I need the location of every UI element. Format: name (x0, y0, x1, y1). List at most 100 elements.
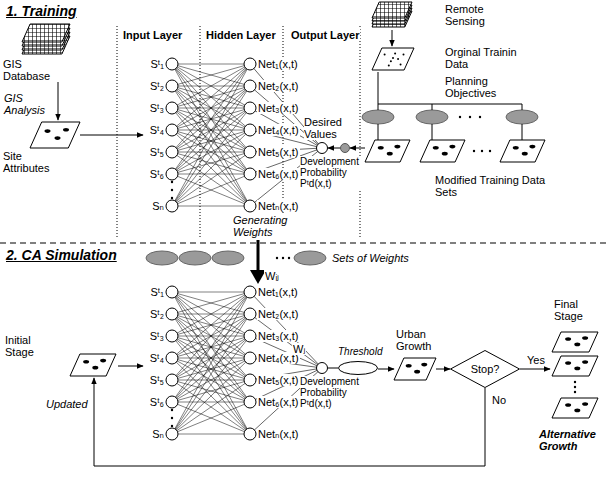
weight-line (172, 108, 250, 206)
annotation: Wⱼ (292, 343, 306, 355)
node-label: Site Attributes (3, 150, 63, 174)
branch-line (432, 124, 522, 140)
weight-line (172, 358, 250, 434)
urban-patch (55, 136, 61, 140)
data-layer: Site Attributes (3, 120, 83, 176)
branch-line (378, 104, 522, 110)
weight-line (172, 130, 250, 206)
weight-line (172, 314, 250, 402)
data-layer: Orginal Trainin Data (372, 46, 542, 72)
weight-line (172, 130, 250, 206)
neuron-label: Net₃(x,t) (257, 330, 300, 342)
weight-line (172, 206, 250, 207)
annotation: Updated (45, 398, 89, 410)
data-source: Remote Sensing (372, 2, 522, 30)
map-layer (552, 356, 598, 376)
ellipsis-dot (282, 257, 284, 259)
weight-line (172, 64, 250, 86)
edge-label: Yes (526, 354, 546, 366)
weight-line (172, 402, 250, 403)
node-label: Modified Training Data Sets (435, 174, 550, 198)
map-layer (552, 332, 598, 352)
map-layer (500, 140, 545, 162)
neuron (244, 286, 256, 298)
neuron-label: Net₂(x,t) (257, 80, 299, 92)
node-label: Stop? (471, 363, 500, 375)
output-neuron-shape (316, 362, 328, 374)
urban-patch (565, 361, 571, 365)
urban-patch (522, 152, 528, 156)
weight-line (172, 108, 250, 206)
map-layer (30, 122, 80, 148)
map-layer (70, 354, 116, 376)
neuron (166, 124, 178, 136)
section-heading: 2. CA Simulation (5, 247, 118, 263)
ellipsis-dot (171, 425, 173, 427)
sample-point (392, 57, 394, 59)
weight-line (172, 174, 250, 175)
neuron (166, 286, 178, 298)
neuron-label: Sᵗ₅ (149, 146, 165, 158)
map-layer (365, 140, 410, 162)
generating-arrow (257, 240, 260, 272)
ellipsis-dot (171, 181, 173, 183)
neuron-label: Sᵗ₄ (149, 124, 165, 136)
weight-line (172, 292, 250, 336)
urban-patch (63, 128, 69, 132)
neuron-label: Net₆(x,t) (257, 168, 300, 180)
node-label: Final Stage (554, 298, 599, 322)
weight-line (172, 292, 250, 434)
neuron (244, 352, 256, 364)
connector (392, 30, 393, 46)
urban-patch (421, 363, 427, 367)
urban-patch (449, 145, 455, 149)
neuron-label: Sₙ (151, 200, 165, 212)
neuron-label: Sᵗ₆ (149, 168, 165, 180)
weight-set-ellipse (506, 110, 538, 124)
urban-patch (45, 129, 51, 133)
neuron (244, 168, 256, 180)
urban-patch (574, 367, 580, 371)
weight-line (172, 86, 250, 206)
neuron (244, 80, 256, 92)
connector (378, 72, 379, 110)
weight-line (172, 358, 250, 434)
weight-line (172, 130, 250, 174)
weight-line (172, 292, 250, 402)
weight-set-ellipse (294, 251, 326, 265)
input-arrow (80, 135, 143, 136)
neuron (244, 102, 256, 114)
weight-line (172, 108, 250, 174)
node-label: Planning Objectives (445, 75, 535, 99)
weight-line (172, 152, 250, 174)
section-heading: 1. Training (5, 3, 78, 19)
urban-patch (92, 366, 98, 370)
weight-line (172, 292, 250, 358)
objective-set: Planning Objectives (362, 110, 538, 124)
neuron-label: Netₙ(x,t) (257, 428, 299, 440)
ellipsis-dot (171, 409, 173, 411)
urban-patch (574, 409, 580, 413)
sample-point (390, 60, 392, 62)
urban-patch (406, 364, 412, 368)
layer-heading: Output Layer (290, 29, 360, 41)
output-neuron: Development Probability Pᵗd(x,t) (316, 362, 328, 374)
map-layer: Initial Stage (70, 352, 118, 378)
weight-line (172, 64, 250, 206)
connector (328, 148, 340, 149)
annotation: Wᵢⱼ (264, 270, 280, 282)
node-label: Threshold (338, 346, 388, 357)
weight-line (172, 336, 250, 402)
weight-line (172, 64, 250, 206)
sample-point (403, 54, 405, 56)
neuron (166, 352, 178, 364)
annotation: Generating Weights (232, 214, 294, 238)
threshold-ellipse: Threshold (338, 361, 378, 375)
weight-line (172, 402, 250, 434)
sample-point (397, 58, 399, 60)
urban-patch (574, 343, 580, 347)
neuron-label: Net₆(x,t) (257, 396, 300, 408)
neuron (166, 80, 178, 92)
weight-set-ellipse (416, 110, 448, 124)
connector (58, 82, 59, 120)
